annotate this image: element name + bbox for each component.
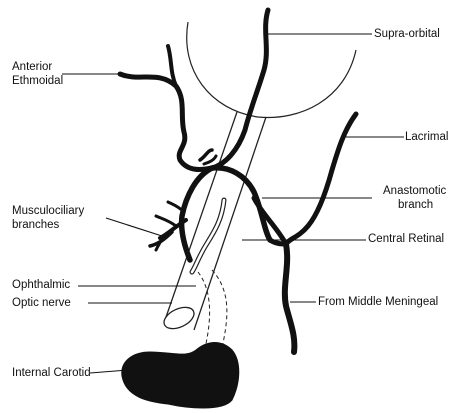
label-optic-nerve: Optic nerve [12, 297, 71, 309]
label-musculociliary-line1: Musculociliary [12, 205, 85, 217]
label-central-retinal: Central Retinal [368, 233, 445, 245]
leader-lines [62, 33, 404, 374]
label-anterior-ethmoidal-line2: Ethmoidal [12, 75, 64, 87]
internal-carotid-artery [121, 342, 240, 409]
label-internal-carotid: Internal Carotid [12, 367, 91, 379]
label-anastomotic-line2: branch [398, 199, 434, 211]
optic-nerve [163, 111, 267, 331]
label-from-middle-meningeal: From Middle Meningeal [318, 296, 439, 308]
eyeball-outline [186, 21, 357, 119]
label-ophthalmic: Ophthalmic [12, 279, 71, 291]
label-lacrimal: Lacrimal [405, 131, 449, 143]
dashed-course [197, 269, 228, 349]
label-anastomotic-line1: Anastomotic [383, 185, 447, 197]
label-anterior-ethmoidal-line1: Anterior [12, 61, 53, 73]
label-musculociliary-line2: branches [12, 219, 60, 231]
label-supra-orbital: Supra-orbital [374, 28, 440, 40]
